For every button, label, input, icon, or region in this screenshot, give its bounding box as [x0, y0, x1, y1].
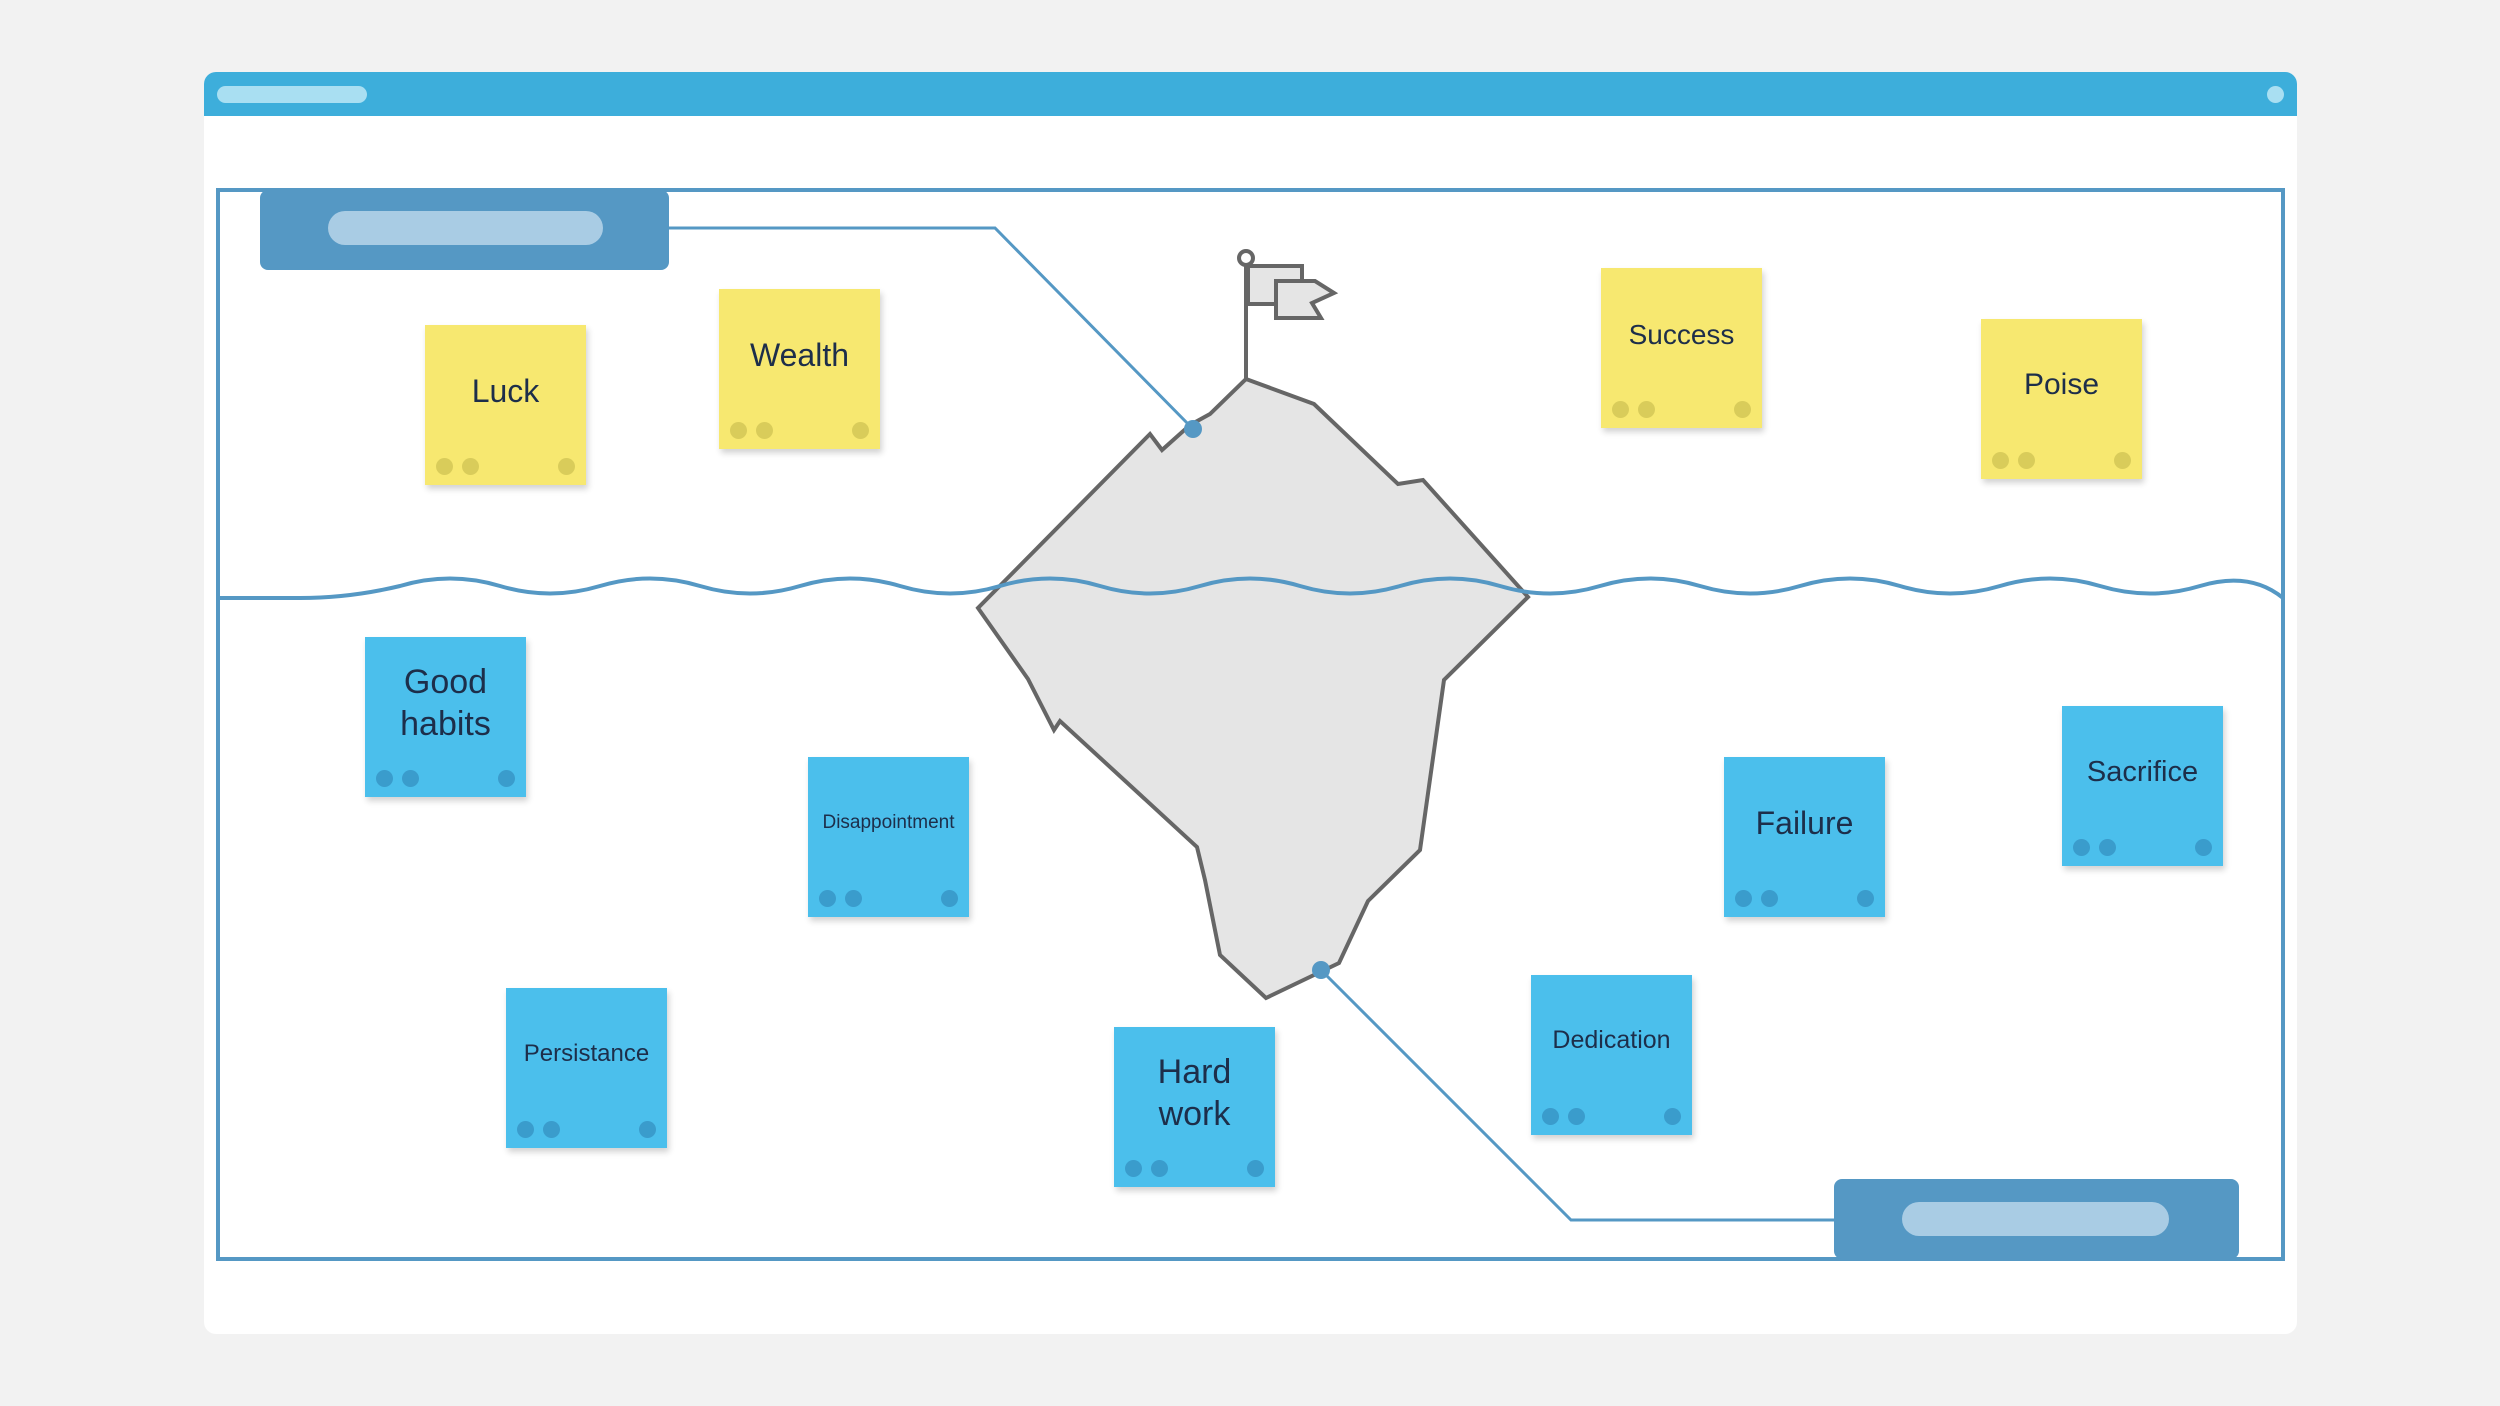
title-bar: [204, 72, 2297, 116]
callout-bottom[interactable]: [1834, 1179, 2239, 1259]
sticky-note-disappointment[interactable]: Disappointment: [808, 757, 969, 917]
sticky-note-label: Hard work: [1157, 1052, 1232, 1134]
sticky-note-failure[interactable]: Failure: [1724, 757, 1885, 917]
sticky-note-hard-work[interactable]: Hard work: [1114, 1027, 1275, 1187]
connector-bottom: [1319, 968, 1835, 1222]
sticky-note-sacrifice[interactable]: Sacrifice: [2062, 706, 2223, 866]
sticky-note-label: Luck: [471, 373, 540, 409]
sticky-note-wealth[interactable]: Wealth: [719, 289, 880, 449]
sticky-note-label: Good habits: [400, 662, 491, 744]
sticky-note-success[interactable]: Success: [1601, 268, 1762, 428]
callout-bottom-placeholder: [1902, 1202, 2169, 1236]
connector-top-node: [1184, 420, 1202, 438]
callout-top-placeholder: [328, 211, 603, 245]
sticky-note-dedication[interactable]: Dedication: [1531, 975, 1692, 1135]
connector-bottom-node: [1312, 961, 1330, 979]
sticky-note-label: Sacrifice: [2086, 755, 2199, 788]
window-control-dot[interactable]: [2267, 86, 2284, 103]
sticky-note-dots: [1724, 889, 1885, 917]
sticky-note-dots: [719, 421, 880, 449]
sticky-note-label: Persistance: [523, 1040, 650, 1067]
flag-icon: [1237, 249, 1339, 379]
sticky-note-dots: [1601, 400, 1762, 428]
sticky-note-dots: [506, 1120, 667, 1148]
board-frame: [216, 188, 2285, 1261]
sticky-note-good-habits[interactable]: Good habits: [365, 637, 526, 797]
callout-top[interactable]: [260, 190, 669, 270]
sticky-note-dots: [365, 769, 526, 797]
title-placeholder: [217, 86, 367, 103]
sticky-note-dots: [808, 889, 969, 917]
sticky-note-label: Poise: [2023, 368, 2100, 402]
sticky-note-label: Disappointment: [822, 812, 955, 834]
sticky-note-dots: [2062, 838, 2223, 866]
sticky-note-dots: [1981, 451, 2142, 479]
sticky-note-dots: [425, 457, 586, 485]
sticky-note-label: Dedication: [1552, 1026, 1671, 1055]
sticky-note-persistance[interactable]: Persistance: [506, 988, 667, 1148]
water-wave: [218, 576, 2285, 600]
connector-top: [668, 226, 1195, 431]
iceberg-illustration: [975, 376, 1531, 1001]
sticky-note-dots: [1114, 1159, 1275, 1187]
sticky-note-label: Success: [1628, 318, 1735, 350]
sticky-note-label: Failure: [1755, 805, 1854, 841]
sticky-note-dots: [1531, 1107, 1692, 1135]
sticky-note-label: Wealth: [749, 337, 849, 373]
sticky-note-luck[interactable]: Luck: [425, 325, 586, 485]
sticky-note-poise[interactable]: Poise: [1981, 319, 2142, 479]
